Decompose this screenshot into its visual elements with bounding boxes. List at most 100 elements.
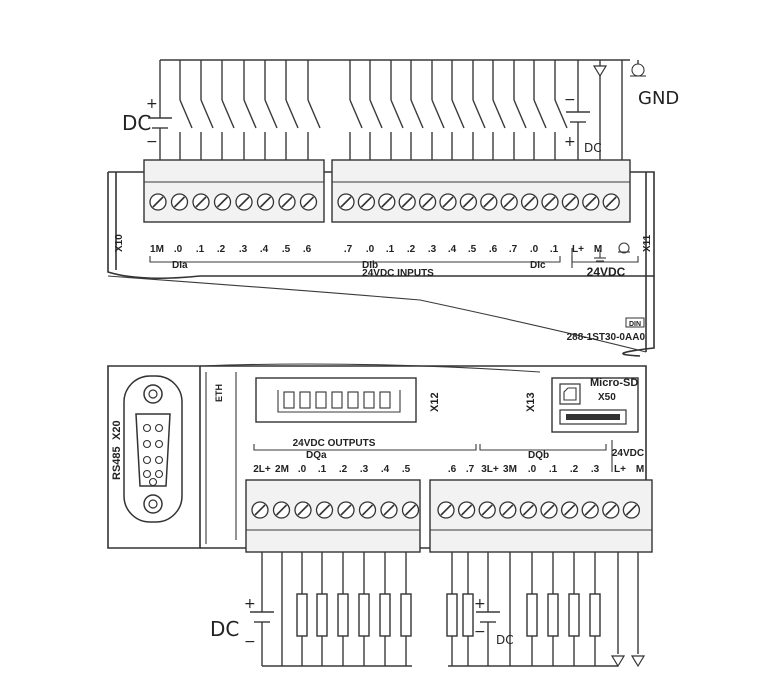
terminal-label-bottom-a: 2M <box>275 464 289 475</box>
terminal-screw-top[interactable] <box>337 193 355 211</box>
input-switch <box>349 60 363 160</box>
terminal-screw-top[interactable] <box>582 193 600 211</box>
terminal-label-top: .1 <box>550 244 559 255</box>
input-switch <box>285 60 299 160</box>
output-load <box>358 552 370 666</box>
terminal-screw-top[interactable] <box>520 193 539 211</box>
terminal-screw-bottom[interactable] <box>622 501 641 519</box>
connector-fin <box>299 391 311 409</box>
supply-plus-top: + <box>146 96 158 112</box>
terminal-label-bottom-b: .0 <box>528 464 537 475</box>
top-terminal-screws <box>149 193 620 211</box>
terminal-screw-top[interactable] <box>480 193 498 211</box>
terminal-screw-bottom[interactable] <box>602 501 620 519</box>
input-wiring <box>148 59 646 160</box>
input-switch <box>533 60 547 160</box>
output-load <box>337 552 349 666</box>
output-load <box>379 552 391 666</box>
terminal-screw-bottom[interactable] <box>251 501 269 519</box>
microsd-slot[interactable] <box>551 377 639 433</box>
terminal-screw-bottom[interactable] <box>540 501 558 519</box>
terminal-label-top: .6 <box>303 244 312 255</box>
outputs-title: 24VDC OUTPUTS <box>293 438 376 449</box>
supply-minus-bottom-right: − <box>474 624 486 640</box>
terminal-screw-top[interactable] <box>192 193 210 211</box>
terminal-screw-top[interactable] <box>213 193 232 211</box>
db9-pin <box>154 423 164 433</box>
rs485-label: RS485 <box>111 446 123 480</box>
terminal-screw-top[interactable] <box>170 193 189 211</box>
input-switch <box>200 60 214 160</box>
supply-dc-label-top: DC <box>122 111 151 135</box>
terminal-screw-top[interactable] <box>439 193 457 211</box>
output-load <box>446 552 458 666</box>
terminal-screw-bottom[interactable] <box>519 501 538 519</box>
terminal-screw-top[interactable] <box>500 193 518 211</box>
terminal-label-top: .4 <box>448 244 457 255</box>
terminal-screw-bottom[interactable] <box>499 501 517 519</box>
input-switch <box>243 60 257 160</box>
terminal-screw-bottom[interactable] <box>380 501 398 519</box>
terminal-label-bottom-a: .6 <box>448 464 457 475</box>
rs485-connector[interactable] <box>123 375 183 523</box>
terminal-label-bottom-a: .1 <box>318 464 327 475</box>
terminal-label-top: .0 <box>530 244 539 255</box>
terminal-screw-top[interactable] <box>541 193 559 211</box>
terminal-screw-bottom[interactable] <box>272 501 291 519</box>
output-load <box>400 552 412 666</box>
terminal-screw-top[interactable] <box>418 193 437 211</box>
terminal-label-bottom-b: .3 <box>591 464 600 475</box>
input-switch <box>451 60 465 160</box>
terminal-screw-top[interactable] <box>398 193 416 211</box>
terminal-screw-top[interactable] <box>299 193 318 211</box>
connector-x11-label: X11 <box>642 234 653 252</box>
db9-pin <box>142 455 152 465</box>
x20-label: X20 <box>111 420 123 440</box>
bottom-module: RS485 X20 X12 X13 ETH Micro-SD X50 24VDC… <box>107 363 653 553</box>
connector-fin <box>283 391 295 409</box>
terminal-label-bottom-a: .3 <box>360 464 369 475</box>
terminal-screw-bottom[interactable] <box>315 501 334 519</box>
terminal-label-top: .5 <box>468 244 477 255</box>
input-switch <box>307 60 321 160</box>
supply-minus-bottom-left: − <box>244 634 256 650</box>
supply-minus-top: − <box>146 134 158 150</box>
terminal-block-dib <box>331 159 631 223</box>
terminal-screw-bottom[interactable] <box>581 501 599 519</box>
supply-plus-bottom-right: + <box>474 596 486 612</box>
terminal-screw-top[interactable] <box>235 193 253 211</box>
db9-pin <box>142 423 152 433</box>
terminal-screw-top[interactable] <box>256 193 275 211</box>
terminal-screw-bottom[interactable] <box>457 501 476 519</box>
terminal-screw-bottom[interactable] <box>294 501 312 519</box>
terminal-screw-bottom[interactable] <box>437 501 455 519</box>
terminal-screw-top[interactable] <box>459 193 478 211</box>
supply-dc-label-bottom-right: DC <box>496 633 514 647</box>
supply-dc-label-bottom-left: DC <box>210 617 239 641</box>
terminal-screw-bottom[interactable] <box>337 501 355 519</box>
terminal-screw-bottom[interactable] <box>478 501 496 519</box>
terminal-screw-top[interactable] <box>357 193 376 211</box>
terminal-screw-bottom[interactable] <box>560 501 579 519</box>
terminal-screw-bottom[interactable] <box>401 501 420 519</box>
terminal-screw-top[interactable] <box>278 193 296 211</box>
terminal-screw-top[interactable] <box>561 193 580 211</box>
terminal-label-top: .0 <box>174 244 183 255</box>
input-switch <box>179 60 193 160</box>
terminal-label-bottom-power: L+ <box>614 464 626 475</box>
terminal-label-bottom-a: .5 <box>402 464 411 475</box>
terminal-label-top: .3 <box>428 244 437 255</box>
output-load <box>526 552 538 666</box>
terminal-screw-top[interactable] <box>602 193 620 211</box>
terminal-screw-top[interactable] <box>378 193 396 211</box>
input-switch <box>431 60 445 160</box>
terminal-label-top: .5 <box>282 244 291 255</box>
part-badge-text: DIN <box>629 321 641 328</box>
terminal-screw-top[interactable] <box>149 193 167 211</box>
group-label-dqa: DQa <box>306 450 327 461</box>
terminal-screw-bottom[interactable] <box>358 501 377 519</box>
supply-plus-bottom-left: + <box>244 596 256 612</box>
expansion-connector[interactable] <box>255 377 417 423</box>
terminal-label-bottom-a: .0 <box>298 464 307 475</box>
